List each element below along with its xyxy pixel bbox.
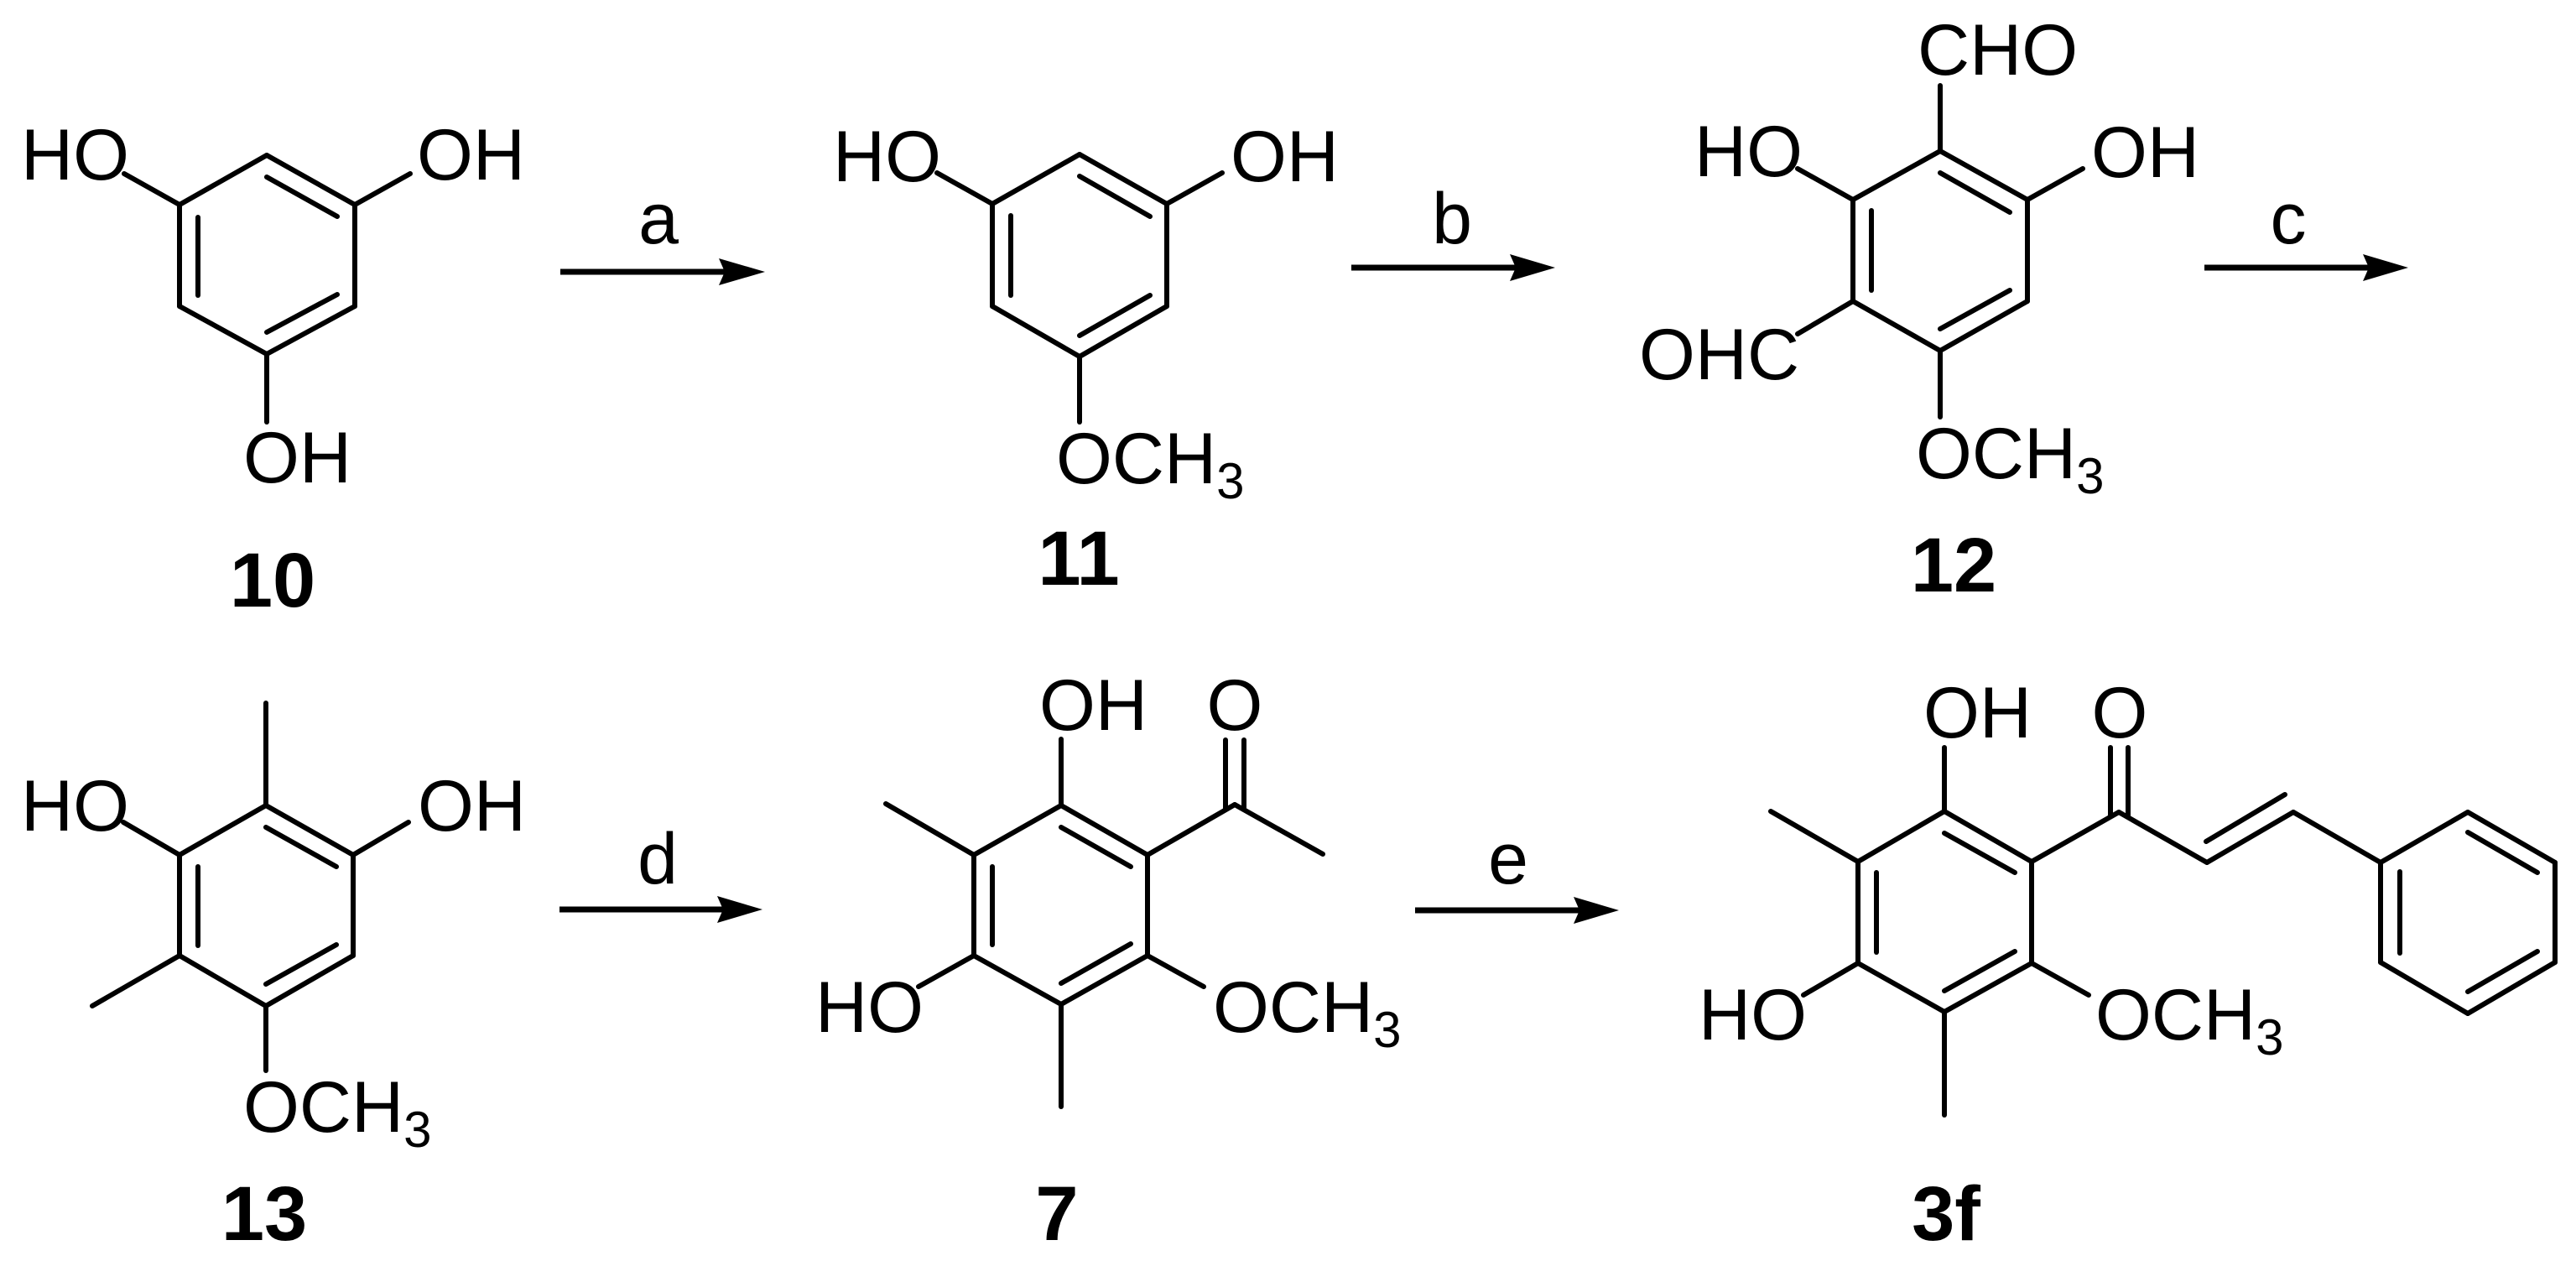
condition-label: d [637, 819, 678, 899]
hydroxyl-left: HO [1699, 975, 1807, 1055]
reaction-arrow-e: e [1415, 819, 1619, 924]
compound-label: 10 [230, 538, 315, 623]
methyl-left [883, 801, 976, 857]
condition-label: a [638, 179, 679, 259]
carbonyl-oxygen: O [1207, 665, 1263, 746]
hydroxyl-right: OH [2091, 112, 2199, 193]
benzene-ring [971, 803, 1150, 1007]
benzene-ring [177, 153, 357, 357]
compound-12: CHO HO OH OHC OCH3 12 [1639, 10, 2199, 608]
condition-label: e [1488, 819, 1528, 899]
benzene-ring [1850, 149, 2030, 353]
compound-3f: OH O HO OCH3 3f [1699, 673, 2558, 1257]
aldehyde-top: CHO [1918, 10, 2078, 91]
hydroxyl-right: OH [418, 766, 526, 847]
arrowhead-icon [2363, 254, 2408, 281]
compound-11: HO OH OCH3 11 [833, 117, 1339, 602]
reaction-arrow-d: d [559, 819, 762, 923]
compound-label: 3f [1912, 1171, 1980, 1257]
methyl-left [90, 953, 182, 1008]
hydroxyl-left: HO [1694, 112, 1803, 192]
condition-label: c [2271, 179, 2307, 259]
bond-oh-left [122, 171, 182, 207]
reaction-arrow-b: b [1351, 179, 1555, 281]
aldehyde-left: OHC [1639, 315, 1799, 395]
condition-label: b [1432, 179, 1472, 259]
hydroxyl-top: OH [1039, 665, 1147, 746]
compound-label: 11 [1038, 516, 1119, 602]
hydroxyl-right: OH [417, 115, 525, 195]
methyl-left [1768, 809, 1860, 864]
methoxy-group: OCH3 [1056, 419, 1244, 509]
hydroxyl-left: HO [833, 117, 941, 197]
alkene-bond [2204, 810, 2296, 865]
benzene-ring [177, 803, 356, 1008]
phenyl-ring [2378, 810, 2558, 1016]
arrowhead-icon [1574, 897, 1619, 924]
acetyl-methyl [1232, 802, 1325, 857]
compound-13: HO OH OCH3 13 [21, 701, 526, 1257]
arrowhead-icon [719, 258, 765, 285]
hydroxyl-bottom: OH [243, 418, 351, 498]
benzene-ring [990, 152, 1169, 359]
carbonyl-oxygen: O [2092, 673, 2148, 753]
hydroxyl-top: OH [1923, 673, 2032, 753]
arrowhead-icon [717, 896, 762, 923]
bond-oh-right [352, 171, 413, 207]
compound-label: 7 [1035, 1171, 1078, 1257]
hydroxyl-right: OH [1231, 117, 1339, 197]
reaction-arrow-a: a [560, 179, 765, 285]
compound-10: HO OH OH 10 [21, 115, 525, 623]
compound-label: 13 [221, 1171, 307, 1257]
reaction-arrow-c: c [2204, 179, 2408, 281]
methoxy-group: OCH3 [1916, 414, 2104, 504]
methoxy-group: OCH3 [2095, 975, 2283, 1066]
hydroxyl-left: HO [815, 967, 924, 1048]
methoxy-group: OCH3 [243, 1067, 431, 1158]
hydroxyl-left: HO [21, 115, 129, 195]
arrowhead-icon [1510, 254, 1555, 281]
compound-label: 12 [1911, 523, 1996, 608]
benzene-ring [1855, 809, 2034, 1014]
methoxy-group: OCH3 [1213, 967, 1401, 1058]
compound-7: OH O HO OCH3 7 [815, 665, 1401, 1257]
hydroxyl-left: HO [21, 766, 129, 847]
